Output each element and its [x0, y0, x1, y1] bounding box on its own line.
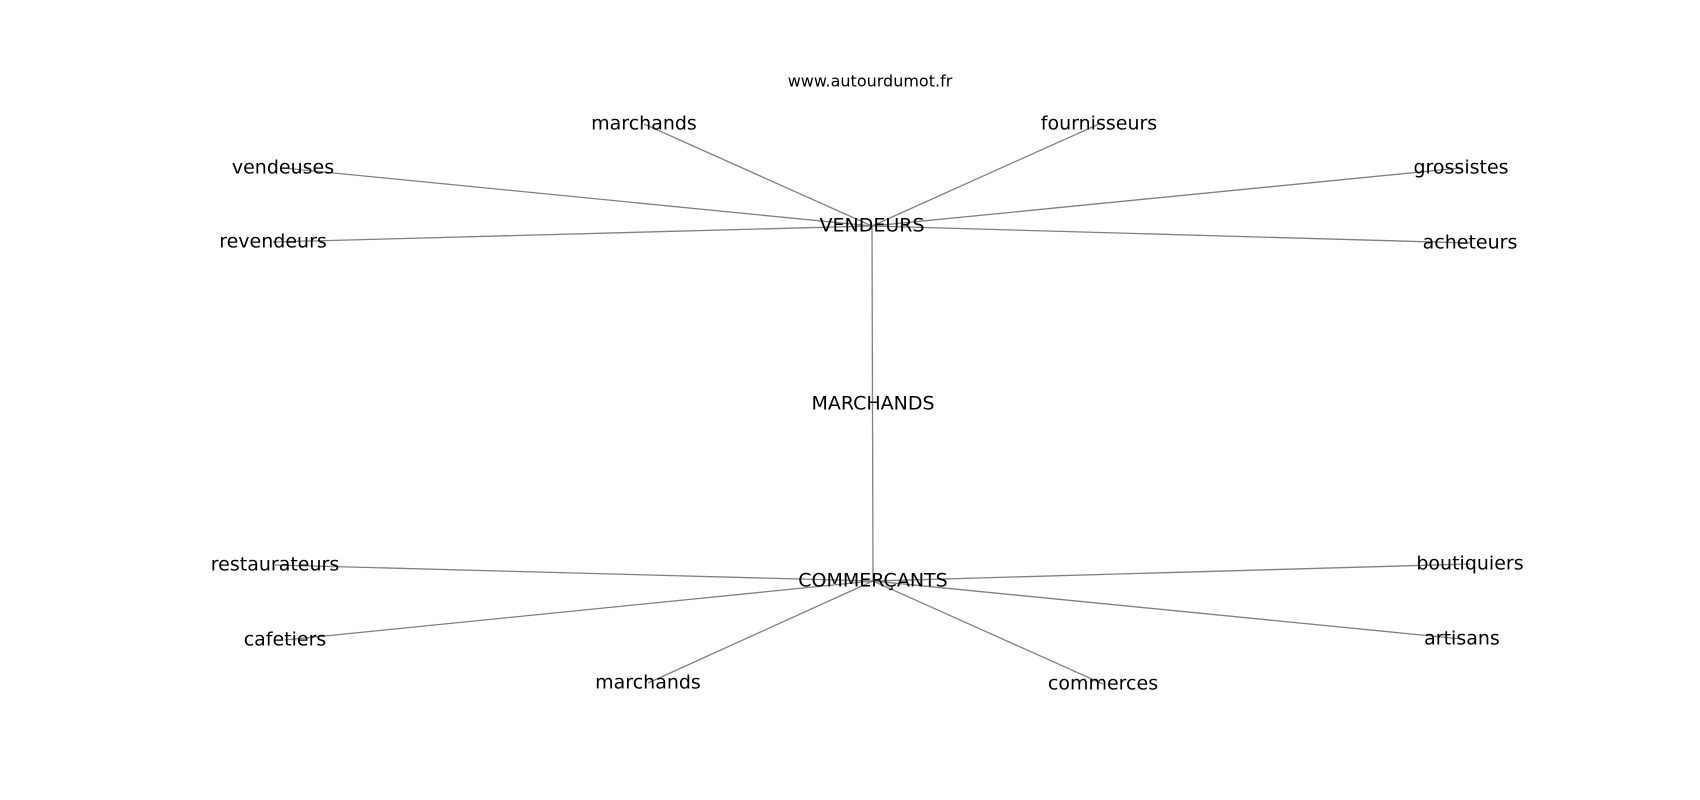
node-marchands_top: marchands [591, 113, 697, 135]
edge-vendeurs-revendeurs [272, 225, 873, 243]
node-restaurateurs: restaurateurs [211, 554, 339, 576]
node-grossistes: grossistes [1413, 157, 1508, 179]
edge-vendeurs-marchands_top [643, 123, 873, 227]
node-acheteurs: acheteurs [1423, 232, 1518, 254]
edge-commercants-commerces [872, 580, 1104, 685]
edge-vendeurs-vendeuses [282, 167, 873, 227]
edge-commercants-cafetiers [284, 580, 874, 641]
edge-vendeurs-acheteurs [871, 225, 1471, 244]
edge-vendeurs-grossistes [871, 167, 1462, 227]
node-revendeurs: revendeurs [219, 231, 327, 253]
node-artisans: artisans [1424, 628, 1500, 650]
node-vendeuses: vendeuses [232, 157, 334, 179]
node-cafetiers: cafetiers [244, 629, 327, 651]
node-marchands_bottom: marchands [595, 672, 701, 694]
edge-commercants-boutiquiers [872, 563, 1471, 582]
edge-commercants-marchands_bottom [647, 580, 874, 684]
edge-commercants-restaurateurs [274, 564, 874, 582]
node-marchands_center: MARCHANDS [811, 393, 934, 415]
node-commerces: commerces [1048, 673, 1158, 695]
node-fournisseurs: fournisseurs [1041, 113, 1157, 135]
edge-commercants-artisans [872, 580, 1463, 640]
edges-layer [272, 123, 1471, 685]
node-commercants: COMMERÇANTS [798, 570, 947, 592]
node-boutiquiers: boutiquiers [1416, 553, 1523, 575]
watermark: www.autourdumot.fr [788, 72, 953, 91]
nodes-layer: MARCHANDS VENDEURS COMMERÇANTS marchands fou… [211, 113, 1524, 695]
node-vendeurs: VENDEURS [819, 215, 924, 237]
edge-vendeurs-fournisseurs [871, 123, 1100, 227]
edge-vendeurs-commercants [871, 225, 874, 582]
